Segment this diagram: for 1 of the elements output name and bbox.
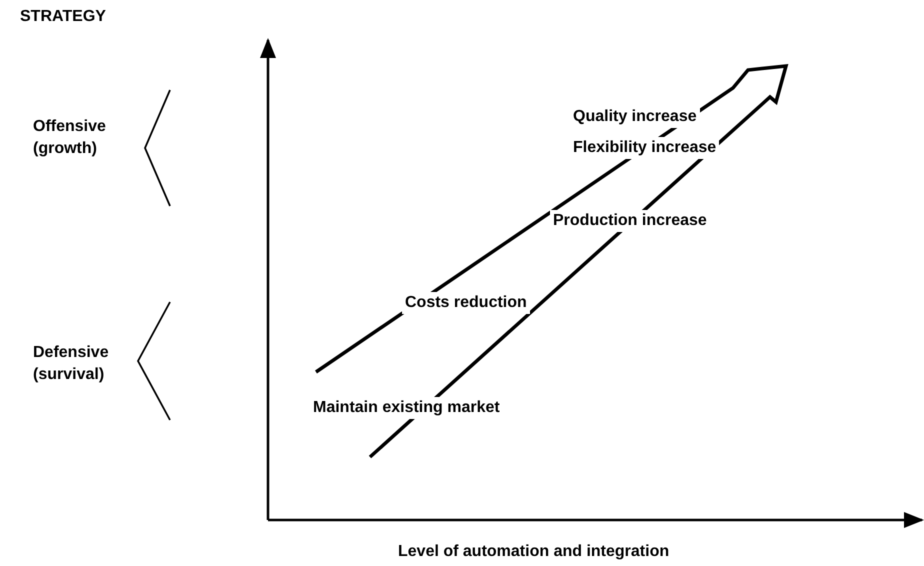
trend-label: Costs reduction — [402, 292, 530, 314]
